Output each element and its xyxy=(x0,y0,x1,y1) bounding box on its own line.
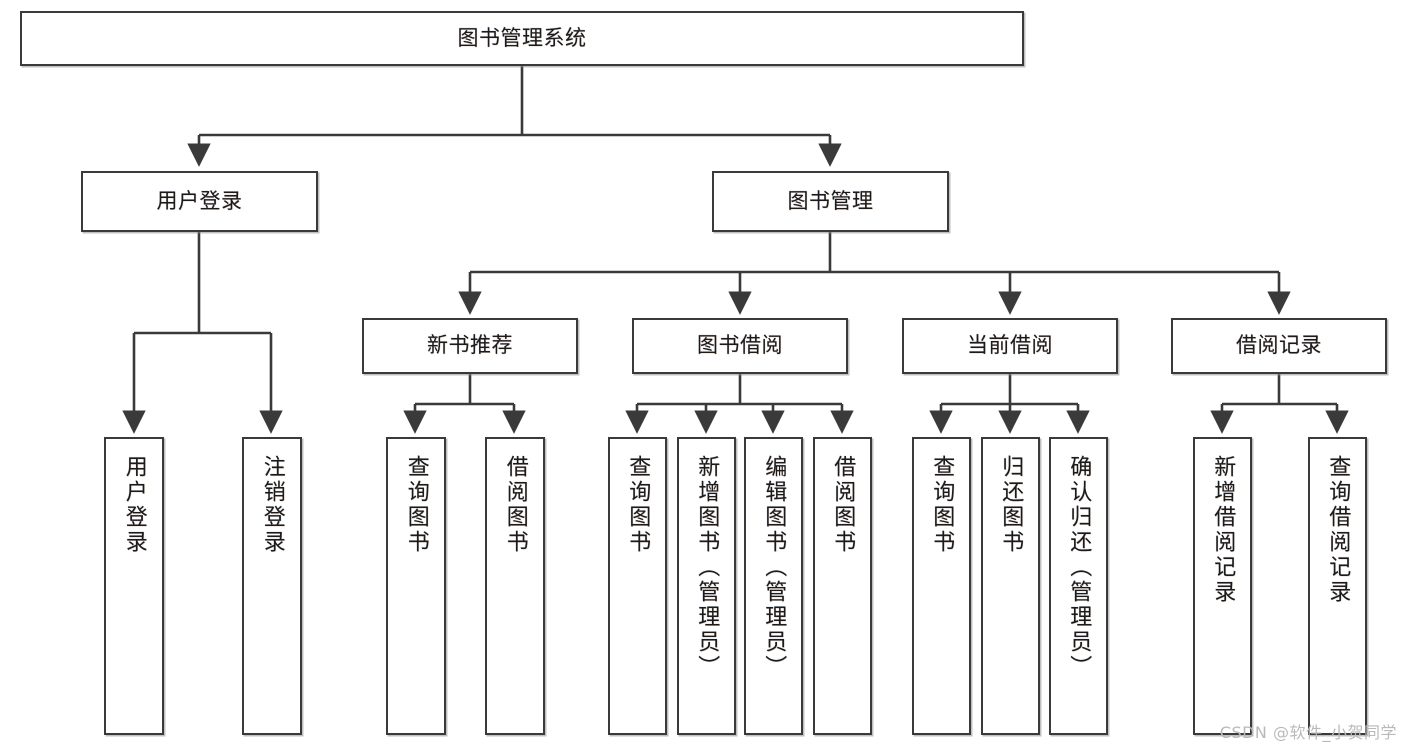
leaf-user-login-1[interactable]: 用户登录 xyxy=(104,437,164,735)
leaf-current-borrow-1-label: 查询图书 xyxy=(929,455,955,555)
node-book-borrow[interactable]: 图书借阅 xyxy=(632,318,848,374)
leaf-new-book-2[interactable]: 借阅图书 xyxy=(485,437,545,735)
leaf-current-borrow-3[interactable]: 确认归还（管理员） xyxy=(1049,437,1108,735)
leaf-user-login-1-label: 用户登录 xyxy=(121,455,147,555)
leaf-user-login-2[interactable]: 注销登录 xyxy=(242,437,302,735)
leaf-book-borrow-4[interactable]: 借阅图书 xyxy=(813,437,872,735)
leaf-book-borrow-1[interactable]: 查询图书 xyxy=(608,437,667,735)
node-book-manage[interactable]: 图书管理 xyxy=(712,171,949,232)
node-book-manage-label: 图书管理 xyxy=(787,188,874,213)
leaf-user-login-2-label: 注销登录 xyxy=(259,455,285,555)
node-current-borrow-label: 当前借阅 xyxy=(967,333,1053,358)
leaf-book-borrow-2-label: 新增图书（管理员） xyxy=(694,455,720,680)
leaf-book-borrow-2[interactable]: 新增图书（管理员） xyxy=(677,437,736,735)
node-user-login-label: 用户登录 xyxy=(156,188,243,213)
leaf-book-borrow-3[interactable]: 编辑图书（管理员） xyxy=(744,437,803,735)
leaf-new-book-1[interactable]: 查询图书 xyxy=(386,437,446,735)
leaf-borrow-record-2-label: 查询借阅记录 xyxy=(1325,455,1351,605)
node-borrow-record[interactable]: 借阅记录 xyxy=(1171,318,1387,374)
node-borrow-record-label: 借阅记录 xyxy=(1236,333,1322,358)
node-new-book-recommend[interactable]: 新书推荐 xyxy=(362,318,578,374)
leaf-current-borrow-3-label: 确认归还（管理员） xyxy=(1066,455,1092,680)
leaf-book-borrow-3-label: 编辑图书（管理员） xyxy=(761,455,787,680)
leaf-borrow-record-1-label: 新增借阅记录 xyxy=(1210,455,1236,605)
leaf-current-borrow-2[interactable]: 归还图书 xyxy=(981,437,1040,735)
leaf-current-borrow-2-label: 归还图书 xyxy=(998,455,1024,555)
node-root-label: 图书管理系统 xyxy=(457,25,587,50)
watermark-text: CSDN @软件_小贺同学 xyxy=(1219,723,1397,742)
leaf-borrow-record-2[interactable]: 查询借阅记录 xyxy=(1308,437,1367,735)
node-user-login[interactable]: 用户登录 xyxy=(81,171,318,232)
leaf-current-borrow-1[interactable]: 查询图书 xyxy=(912,437,971,735)
leaf-new-book-1-label: 查询图书 xyxy=(403,455,429,555)
leaf-book-borrow-4-label: 借阅图书 xyxy=(830,455,856,555)
leaf-new-book-2-label: 借阅图书 xyxy=(502,455,528,555)
node-new-book-recommend-label: 新书推荐 xyxy=(427,333,513,358)
node-current-borrow[interactable]: 当前借阅 xyxy=(902,318,1118,374)
node-root[interactable]: 图书管理系统 xyxy=(20,11,1024,66)
node-book-borrow-label: 图书借阅 xyxy=(697,333,783,358)
leaf-borrow-record-1[interactable]: 新增借阅记录 xyxy=(1193,437,1252,735)
leaf-book-borrow-1-label: 查询图书 xyxy=(625,455,651,555)
